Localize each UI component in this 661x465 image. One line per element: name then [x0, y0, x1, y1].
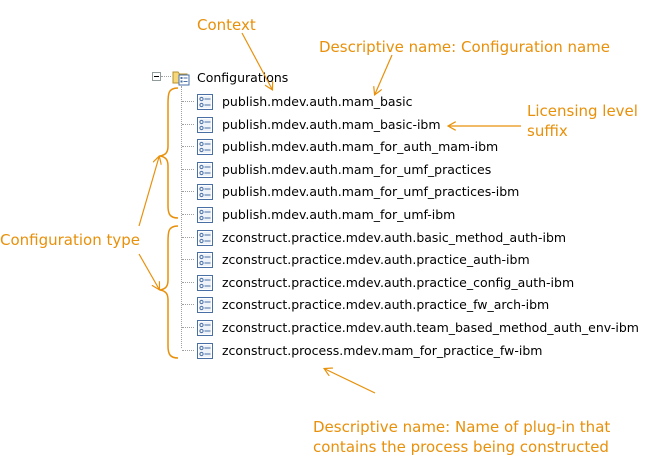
method-configuration-icon — [197, 184, 213, 200]
method-configuration-icon — [197, 117, 213, 133]
method-configuration-icon — [197, 252, 213, 268]
tree-connector — [182, 259, 194, 260]
tree-connector — [182, 169, 194, 170]
configuration-type-arrow-up — [138, 157, 159, 227]
plugin-name-arrow — [325, 369, 376, 394]
configuration-label: publish.mdev.auth.mam_for_auth_mam-ibm — [222, 139, 499, 154]
method-configuration-icon — [197, 320, 213, 336]
method-configuration-icon — [197, 207, 213, 223]
context-annotation: Context — [197, 16, 256, 34]
tree-connector — [182, 191, 194, 192]
tree-guide-line — [181, 86, 182, 348]
configuration-label: publish.mdev.auth.mam_for_umf-ibm — [222, 207, 456, 222]
configuration-label: zconstruct.practice.mdev.auth.practice_a… — [222, 252, 530, 267]
publish-group-brace — [159, 87, 179, 219]
tree-connector — [182, 146, 194, 147]
folder-configuration-icon — [172, 71, 190, 86]
tree-collapse-toggle[interactable] — [152, 72, 161, 81]
tree-connector — [182, 124, 194, 125]
configuration-name-arrow — [375, 54, 393, 94]
configuration-type-annotation: Configuration type — [0, 231, 141, 249]
tree-connector — [182, 282, 194, 283]
method-configuration-icon — [197, 297, 213, 313]
tree-connector — [182, 327, 194, 328]
method-configuration-icon — [197, 343, 213, 359]
licensing-level-annotation-line2: suffix — [527, 122, 568, 140]
tree-connector — [182, 350, 194, 351]
method-configuration-icon — [197, 94, 213, 110]
configuration-label: zconstruct.practice.mdev.auth.team_based… — [222, 320, 639, 335]
tree-connector — [182, 237, 194, 238]
configuration-label: publish.mdev.auth.mam_for_umf_practices-… — [222, 184, 520, 199]
configuration-label: publish.mdev.auth.mam_basic — [222, 94, 413, 109]
method-configuration-icon — [197, 139, 213, 155]
configuration-label: publish.mdev.auth.mam_for_umf_practices — [222, 162, 492, 177]
plugin-name-annotation-line2: contains the process being constructed — [313, 438, 609, 456]
method-configuration-icon — [197, 275, 213, 291]
method-configuration-icon — [197, 230, 213, 246]
zconstruct-group-brace — [159, 225, 179, 359]
tree-connector — [182, 101, 194, 102]
licensing-level-annotation-line1: Licensing level — [527, 102, 638, 120]
method-configuration-icon — [197, 162, 213, 178]
tree-connector — [161, 76, 171, 77]
configuration-label: publish.mdev.auth.mam_basic-ibm — [222, 117, 441, 132]
configuration-label: zconstruct.practice.mdev.auth.practice_f… — [222, 297, 550, 312]
configuration-label: zconstruct.practice.mdev.auth.practice_c… — [222, 275, 575, 290]
plugin-name-annotation-line1: Descriptive name: Name of plug-in that — [313, 418, 611, 436]
tree-connector — [182, 214, 194, 215]
configuration-label: zconstruct.process.mdev.mam_for_practice… — [222, 343, 543, 358]
configuration-type-arrow-down — [138, 253, 159, 289]
context-arrow — [241, 32, 272, 89]
configuration-name-annotation: Descriptive name: Configuration name — [319, 38, 611, 56]
configuration-label: zconstruct.practice.mdev.auth.basic_meth… — [222, 230, 567, 245]
tree-connector — [182, 304, 194, 305]
